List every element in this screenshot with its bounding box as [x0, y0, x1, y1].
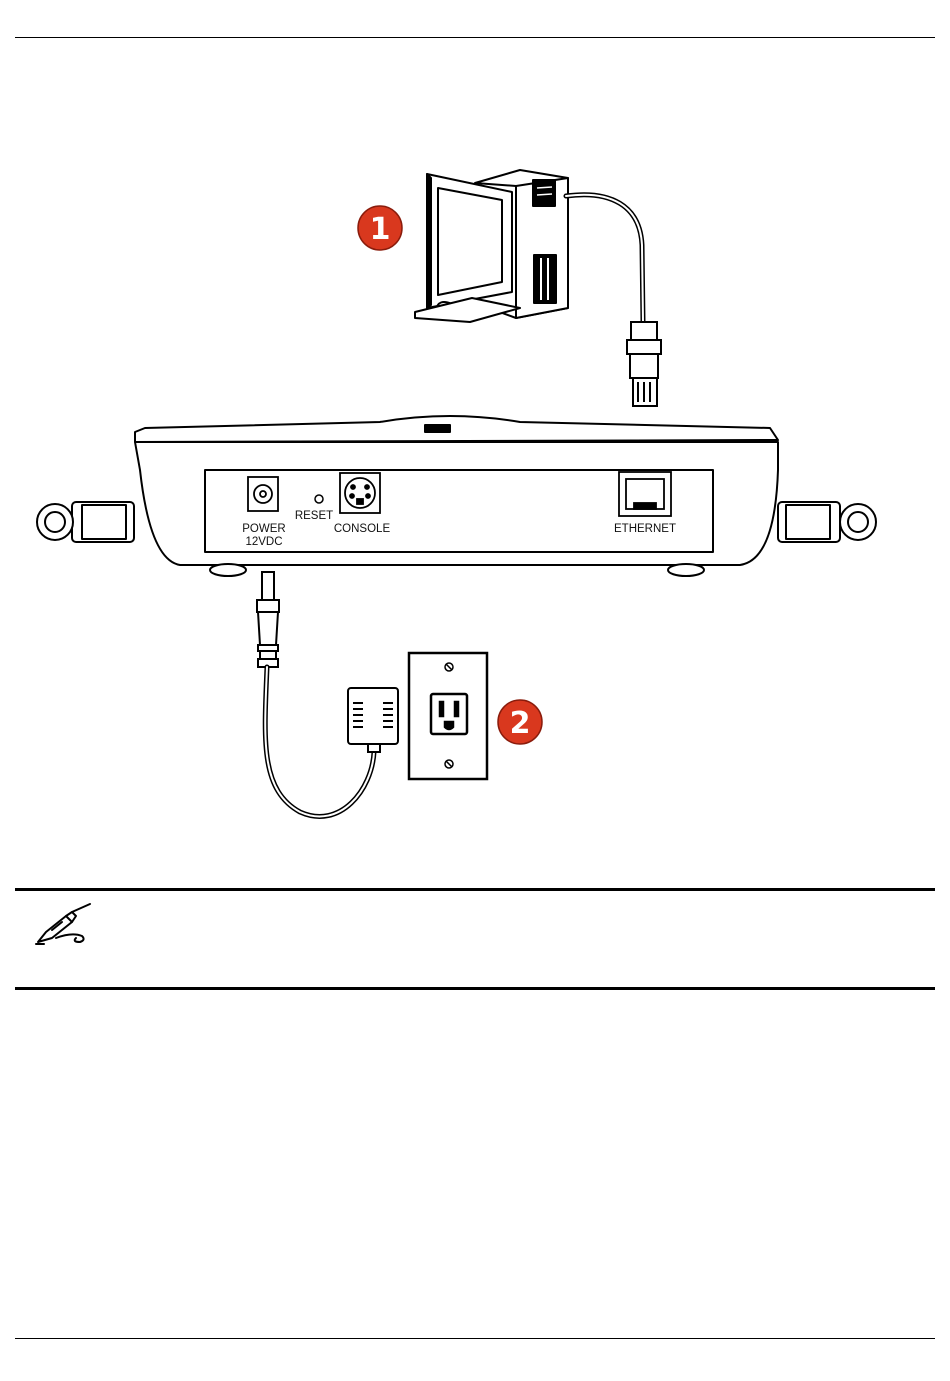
- power-plug-icon: [257, 572, 279, 667]
- label-ethernet: ETHERNET: [614, 523, 676, 535]
- console-port-icon: [340, 473, 380, 513]
- wall-outlet-icon: [409, 653, 487, 779]
- computer-icon: [415, 170, 568, 322]
- note-bottom-rule: [15, 987, 935, 990]
- note-top-rule: [15, 888, 935, 891]
- callout-1: 1: [358, 206, 402, 250]
- callout-2: 2: [498, 700, 542, 744]
- power-port-icon: [248, 477, 278, 511]
- reset-button-icon: [315, 495, 323, 503]
- label-console: CONSOLE: [334, 523, 391, 535]
- power-adapter-icon: [348, 688, 398, 752]
- ethernet-port-icon: [619, 472, 671, 516]
- label-power: POWER: [242, 523, 285, 535]
- device-rear-panel: [37, 416, 876, 576]
- label-reset: RESET: [295, 510, 333, 522]
- label-12vdc: 12VDC: [245, 536, 282, 548]
- pen-writing-icon: [32, 902, 94, 946]
- connection-diagram: 1: [0, 0, 950, 1000]
- svg-text:1: 1: [370, 212, 391, 247]
- svg-text:2: 2: [510, 706, 531, 741]
- ethernet-plug-icon: [627, 322, 661, 406]
- footer-rule: [15, 1338, 935, 1339]
